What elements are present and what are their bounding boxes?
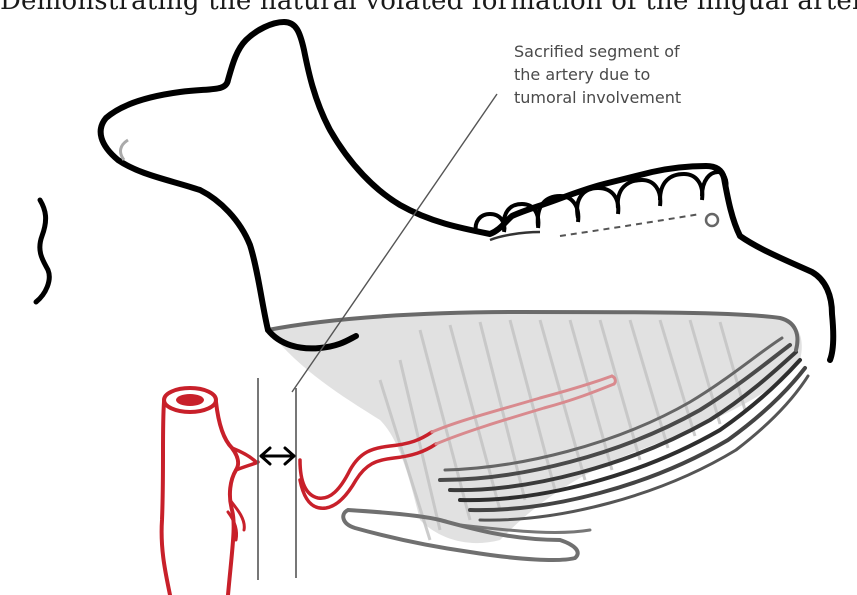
annotation-line-3: tumoral involvement [514, 86, 754, 109]
annotation-line-2: the artery due to [514, 63, 754, 86]
external-carotid-artery [162, 388, 258, 595]
resection-markers [258, 378, 296, 580]
coronoid-shadow [121, 140, 128, 160]
annotation-label: Sacrified segment of the artery due to t… [514, 40, 754, 109]
double-headed-arrow-icon [261, 448, 294, 464]
annotation-line-1: Sacrified segment of [514, 40, 754, 63]
